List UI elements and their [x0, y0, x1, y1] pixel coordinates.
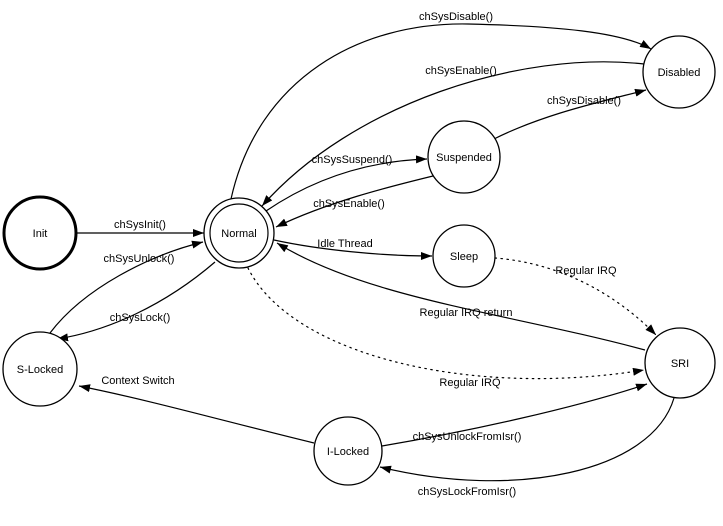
transition-label-normal-to-sleep: Idle Thread: [317, 238, 372, 250]
transition-label-init-to-normal: chSysInit(): [114, 219, 166, 231]
transitions-layer: [49, 23, 675, 482]
transition-label-ilocked-to-sri: chSysUnlockFromIsr(): [413, 431, 522, 443]
state-circle-ilocked: [313, 416, 383, 486]
state-circle-sri: [644, 327, 716, 399]
state-sri: SRI: [644, 327, 716, 399]
transition-label-normal-to-disabled: chSysDisable(): [419, 11, 493, 23]
transition-label-sri-to-ilocked: chSysLockFromIsr(): [418, 486, 516, 498]
state-label-ilocked: I-Locked: [327, 446, 369, 458]
state-suspended: Suspended: [427, 120, 501, 194]
transition-suspended-to-disabled: [493, 88, 647, 140]
transition-normal-to-disabled: [230, 23, 652, 200]
state-init: Init: [2, 195, 78, 271]
state-sleep: Sleep: [432, 224, 496, 288]
state-circle-disabled: [642, 35, 716, 109]
transition-slocked-to-normal: [49, 240, 204, 334]
transition-normal-to-sleep: [273, 239, 433, 260]
transition-label-ilocked-to-slocked: Context Switch: [101, 375, 174, 387]
transition-label-normal-to-slocked: chSysLock(): [110, 312, 171, 324]
state-label-sri: SRI: [671, 358, 689, 370]
transition-label-sri-to-normal: Regular IRQ return: [420, 307, 513, 319]
transition-label-sleep-to-sri: Regular IRQ: [555, 265, 617, 277]
state-circle-normal: [203, 197, 275, 269]
transition-label-suspended-to-disabled: chSysDisable(): [547, 95, 621, 107]
state-normal: Normal: [203, 197, 275, 269]
state-label-sleep: Sleep: [450, 251, 478, 263]
state-circle-init: [2, 195, 78, 271]
state-circle-slocked: [2, 331, 78, 407]
state-label-suspended: Suspended: [436, 152, 492, 164]
transition-normal-to-suspended: [265, 155, 428, 212]
transition-normal-to-sri: [247, 267, 645, 380]
state-label-slocked: S-Locked: [17, 364, 63, 376]
transition-label-normal-to-sri: Regular IRQ: [439, 377, 501, 389]
state-circle-suspended: [427, 120, 501, 194]
state-slocked: S-Locked: [2, 331, 78, 407]
transition-label-normal-to-suspended: chSysSuspend(): [312, 154, 393, 166]
state-circle-sleep: [432, 224, 496, 288]
transition-sleep-to-sri: [494, 257, 657, 336]
transition-normal-to-slocked: [56, 261, 216, 342]
state-label-init: Init: [33, 228, 48, 240]
state-inner-circle-normal: [209, 203, 269, 263]
transition-ilocked-to-slocked: [78, 384, 315, 444]
transition-label-suspended-to-normal: chSysEnable(): [313, 198, 385, 210]
transition-sri-to-normal: [276, 242, 646, 351]
transition-label-slocked-to-normal: chSysUnlock(): [104, 253, 175, 265]
transition-labels-layer: chSysInit() chSysDisable() chSysEnable() ch…: [101, 11, 621, 498]
transition-sri-to-ilocked: [379, 397, 675, 482]
transition-disabled-to-normal: [261, 61, 645, 207]
state-label-normal: Normal: [221, 228, 256, 240]
transition-ilocked-to-sri: [381, 383, 648, 447]
transition-suspended-to-normal: [275, 175, 434, 228]
state-disabled: Disabled: [642, 35, 716, 109]
transition-label-disabled-to-normal: chSysEnable(): [425, 65, 497, 77]
state-ilocked: I-Locked: [313, 416, 383, 486]
state-label-disabled: Disabled: [658, 67, 701, 79]
